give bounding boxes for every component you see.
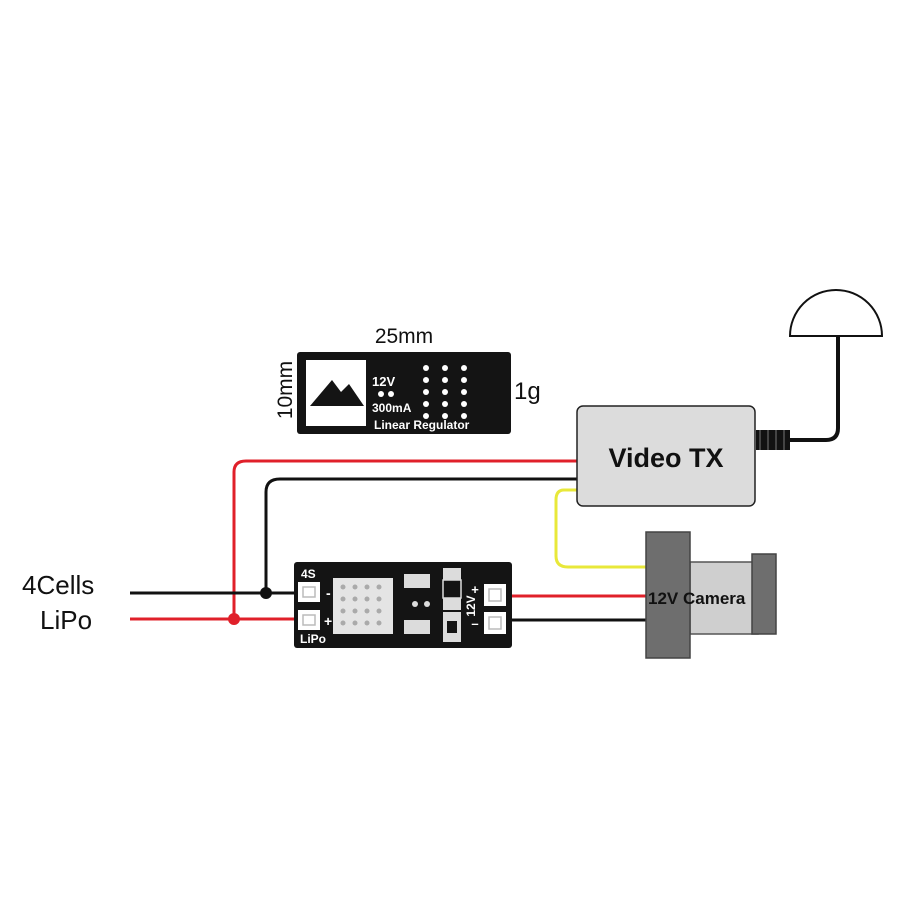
wires (130, 336, 840, 622)
battery-label-line2: LiPo (40, 605, 92, 635)
battery-label-line1: 4Cells (22, 570, 94, 600)
width-dimension-label: 25mm (375, 325, 433, 348)
weight-label: 1g (514, 378, 541, 405)
camera-body (645, 531, 691, 659)
black-junction-dot (260, 587, 272, 599)
pad-dot (378, 391, 384, 397)
chip-pads (340, 584, 382, 626)
regulator-voltage: 12V (372, 374, 395, 389)
camera-lens-barrel (689, 561, 759, 635)
smd-component (424, 601, 430, 607)
input-pad-negative (298, 582, 320, 602)
board-body (294, 562, 512, 648)
pad-grid (423, 365, 467, 419)
mountain-logo-icon (310, 380, 364, 406)
camera: 12V Camera (645, 531, 777, 659)
board-output-label: 12V (464, 595, 478, 616)
height-dimension-label: 10mm (274, 361, 297, 419)
camera-lens-cap (751, 553, 777, 635)
input-plus-sign: + (324, 613, 332, 629)
video-tx-box (576, 405, 756, 507)
pad-dot (388, 391, 394, 397)
smd-component (404, 620, 430, 634)
output-minus-sign: – (471, 616, 478, 631)
camera-label: 12V Camera (648, 589, 746, 608)
regulator-board-in-circuit: 4S LiPo - + 12V + – (294, 562, 512, 648)
board-input-label-top: 4S (301, 567, 316, 581)
regulator-current: 300mA (372, 401, 412, 415)
antenna-connector (756, 430, 790, 450)
output-pad-positive (484, 584, 506, 606)
regulator-type: Linear Regulator (374, 418, 470, 432)
board-input-label-bottom: LiPo (300, 632, 326, 646)
smd-component (404, 574, 430, 588)
red-wire-to-video-tx (232, 459, 578, 619)
smd-component (412, 601, 418, 607)
yellow-wire-video-signal (554, 488, 646, 569)
regulator-module: 25mm 10mm 1g 12V 300mA Linear Regulator (274, 325, 541, 434)
antenna-cable (790, 336, 840, 442)
video-tx: Video TX (576, 289, 884, 507)
output-plus-sign: + (471, 582, 479, 597)
input-minus-sign: - (326, 585, 331, 601)
black-wire-to-video-tx (264, 477, 578, 593)
output-pad-negative (484, 612, 506, 634)
red-junction-dot (228, 613, 240, 625)
video-tx-label: Video TX (608, 443, 723, 473)
input-pad-positive (298, 610, 320, 630)
antenna-dome-icon (788, 289, 884, 337)
